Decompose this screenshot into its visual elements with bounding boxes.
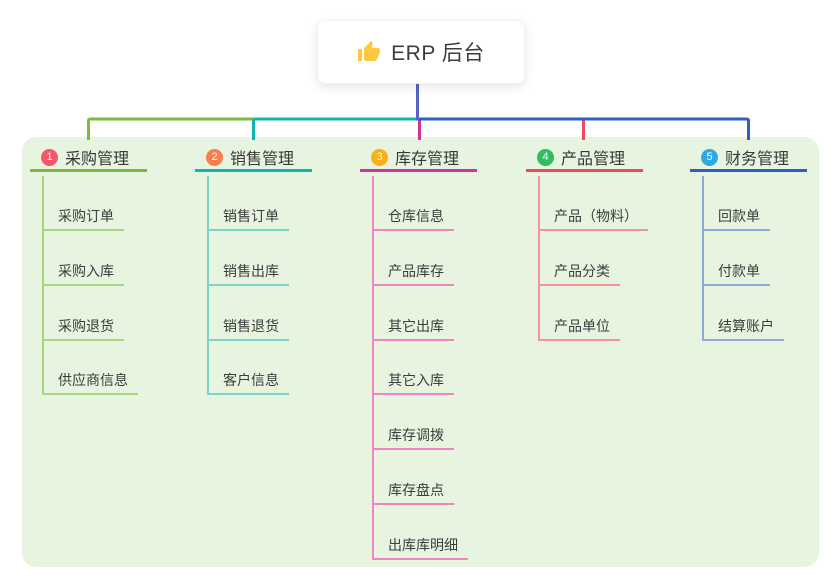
branch-spine-line: [538, 176, 540, 341]
branch-title-label: 财务管理: [725, 151, 790, 168]
root-node[interactable]: ERP 后台: [317, 20, 525, 84]
branch-node-purchase[interactable]: 1 采购管理: [30, 148, 147, 172]
branch-spine-line: [702, 176, 704, 341]
child-node[interactable]: 产品（物料）: [538, 206, 648, 231]
branch-title-label: 销售管理: [230, 151, 295, 168]
branch-title-label: 产品管理: [561, 151, 626, 168]
branch-node-finance[interactable]: 5 财务管理: [690, 148, 807, 172]
child-node[interactable]: 产品库存: [372, 261, 454, 286]
child-node[interactable]: 库存调拨: [372, 425, 454, 450]
child-node[interactable]: 付款单: [702, 261, 770, 286]
child-node[interactable]: 供应商信息: [42, 370, 138, 395]
thumbs-up-icon: [358, 41, 381, 61]
branch-number-badge: 3: [371, 148, 388, 166]
branch-node-sales[interactable]: 2 销售管理: [195, 148, 312, 172]
child-node[interactable]: 其它出库: [372, 316, 454, 341]
branch-title-label: 库存管理: [395, 151, 460, 168]
child-node[interactable]: 销售订单: [207, 206, 289, 231]
child-node[interactable]: 采购退货: [42, 316, 124, 341]
child-node[interactable]: 采购入库: [42, 261, 124, 286]
branch-node-product[interactable]: 4 产品管理: [526, 148, 643, 172]
child-node[interactable]: 仓库信息: [372, 206, 454, 231]
child-node[interactable]: 回款单: [702, 206, 770, 231]
branch-number-badge: 5: [701, 148, 718, 166]
branch-node-inventory[interactable]: 3 库存管理: [360, 148, 477, 172]
branches-background-panel: [22, 137, 819, 567]
branch-title-label: 采购管理: [65, 151, 130, 168]
child-node[interactable]: 销售出库: [207, 261, 289, 286]
child-node[interactable]: 销售退货: [207, 316, 289, 341]
child-node[interactable]: 出库库明细: [372, 535, 468, 560]
child-node[interactable]: 其它入库: [372, 370, 454, 395]
child-node[interactable]: 采购订单: [42, 206, 124, 231]
child-node[interactable]: 库存盘点: [372, 480, 454, 505]
child-node[interactable]: 产品分类: [538, 261, 620, 286]
child-node[interactable]: 客户信息: [207, 370, 289, 395]
branch-number-badge: 2: [206, 148, 223, 166]
child-node[interactable]: 产品单位: [538, 316, 620, 341]
branch-number-badge: 1: [41, 148, 58, 166]
root-node-label: ERP 后台: [391, 42, 485, 65]
branch-number-badge: 4: [537, 148, 554, 166]
child-node[interactable]: 结算账户: [702, 316, 784, 341]
branch-spine-line: [372, 176, 374, 560]
